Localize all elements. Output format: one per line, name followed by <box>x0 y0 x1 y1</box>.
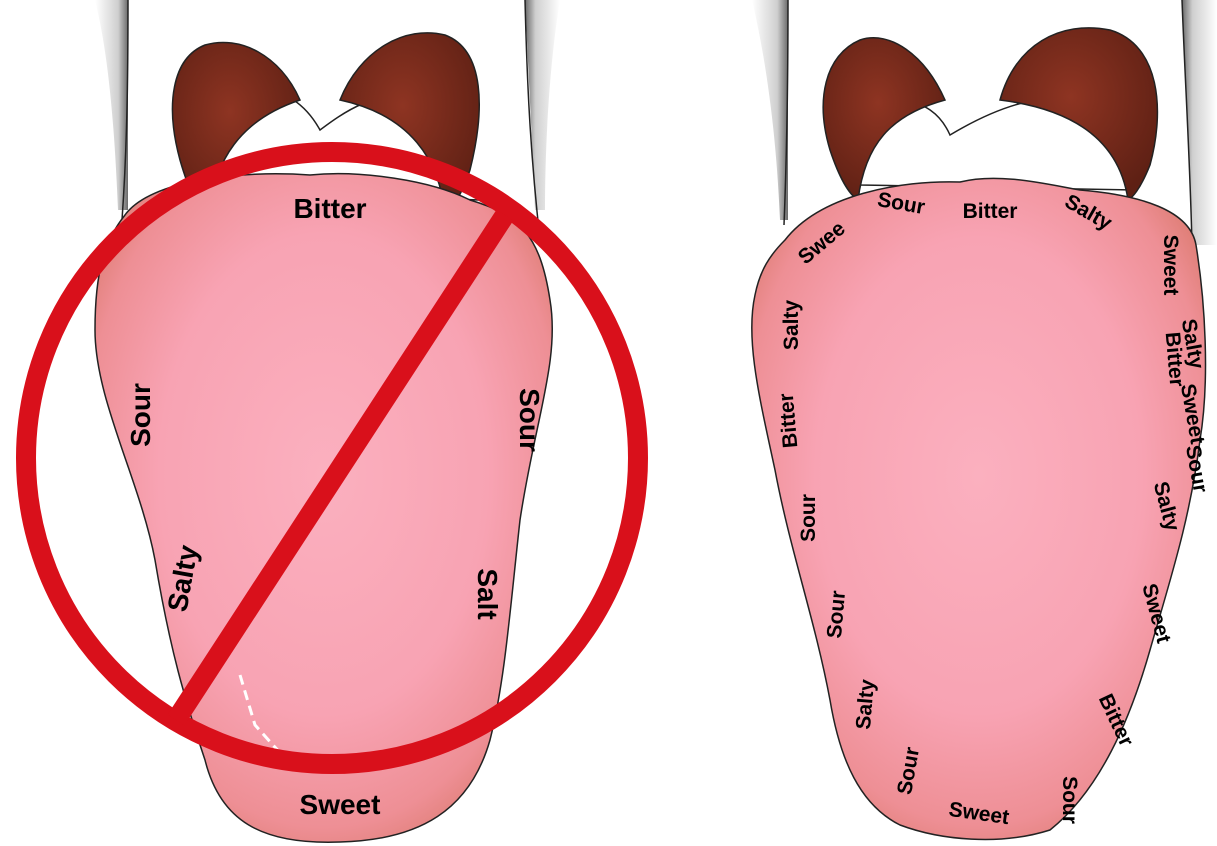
right-label: Bitter <box>775 392 803 449</box>
left-tongue-diagram: Bitter Sour Salty Sour Salt Sweet <box>26 0 638 842</box>
right-label: Salty <box>852 678 879 730</box>
right-label: Sweet <box>1159 235 1182 296</box>
right-label: Sour <box>823 590 850 640</box>
left-label-sweet: Sweet <box>300 789 381 820</box>
right-label: Sour <box>797 494 820 542</box>
left-label-sour-right: Sour <box>514 388 545 452</box>
right-label: Bitter <box>1161 331 1189 388</box>
right-label: Bitter <box>963 200 1018 223</box>
right-label: Salty <box>780 300 803 351</box>
right-label: Sour <box>1058 776 1081 824</box>
left-label-sour-left: Sour <box>125 383 156 447</box>
left-label-salt: Salt <box>472 568 503 619</box>
left-throat-wall-left <box>95 0 128 210</box>
right-throat-wall-left <box>752 0 788 220</box>
left-throat-wall-right <box>525 0 560 210</box>
right-tongue-diagram: Sour Bitter Salty Swee Sweet Salty Salty… <box>752 0 1217 839</box>
left-label-bitter: Bitter <box>293 193 366 224</box>
